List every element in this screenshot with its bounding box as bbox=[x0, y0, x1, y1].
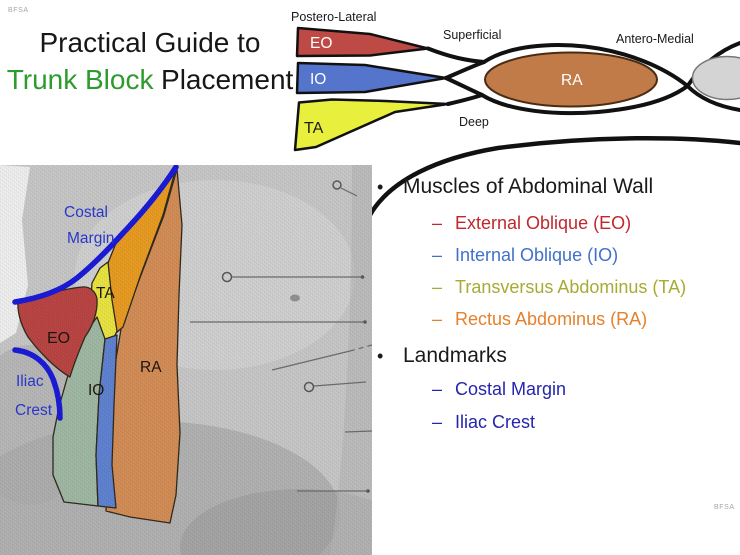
bullet-external-oblique: – External Oblique (EO) bbox=[432, 213, 631, 234]
iliac-crest-label-line1: Iliac bbox=[16, 373, 44, 390]
ra-ellipse-shape bbox=[484, 51, 658, 108]
ta-wedge-label: TA bbox=[304, 120, 324, 137]
iliac-crest-label-line2: Crest bbox=[15, 402, 53, 419]
bullet-muscles-heading: • Muscles of Abdominal Wall bbox=[377, 175, 653, 199]
ta-wedge-shape bbox=[293, 98, 450, 152]
ra-region bbox=[105, 168, 183, 524]
ra-region-label: RA bbox=[140, 359, 162, 376]
eo-wedge-label: EO bbox=[310, 35, 332, 52]
bullet-label: External Oblique (EO) bbox=[455, 213, 632, 233]
costal-margin-label-line1: Costal bbox=[64, 204, 108, 221]
io-wedge-shape bbox=[295, 61, 448, 95]
bullet-label: Costal Margin bbox=[455, 379, 567, 399]
watermark-top-left: BFSA bbox=[8, 7, 29, 14]
bullet-costal-margin: – Costal Margin bbox=[432, 379, 566, 400]
bullet-label: Iliac Crest bbox=[455, 412, 536, 432]
navel-mark bbox=[290, 294, 300, 302]
title-line1: Practical Guide to bbox=[39, 27, 261, 58]
eo-wedge-shape bbox=[295, 26, 430, 58]
photo-grain-overlay bbox=[0, 165, 372, 555]
title-rest: Placement bbox=[161, 64, 294, 95]
photo-pointer-lines bbox=[190, 180, 372, 493]
deep-label: Deep bbox=[459, 115, 489, 129]
bullet-label: Rectus Abdominus (RA) bbox=[455, 309, 648, 329]
io-region-label: IO bbox=[88, 382, 104, 399]
bullet-icon: • bbox=[377, 346, 384, 366]
bullet-label: Landmarks bbox=[403, 344, 507, 367]
dash-icon: – bbox=[432, 213, 443, 233]
io-region bbox=[52, 316, 106, 507]
bullet-landmarks-heading: • Landmarks bbox=[377, 344, 507, 368]
eo-region bbox=[17, 286, 98, 378]
ra-ellipse-label: RA bbox=[561, 72, 583, 89]
dash-icon: – bbox=[432, 277, 443, 297]
dash-icon: – bbox=[432, 309, 443, 329]
bullet-label: Internal Oblique (IO) bbox=[455, 245, 619, 265]
bullet-iliac-crest: – Iliac Crest bbox=[432, 412, 535, 433]
dash-icon: – bbox=[432, 379, 443, 399]
iliac-crest-curve bbox=[12, 347, 63, 421]
bullet-internal-oblique: – Internal Oblique (IO) bbox=[432, 245, 618, 266]
costal-margin-curve bbox=[12, 165, 179, 305]
muscle-layers-diagram: Postero-Lateral Superficial Antero-Media… bbox=[291, 10, 740, 218]
io-blue-strip bbox=[95, 334, 118, 509]
bullet-rectus: – Rectus Abdominus (RA) bbox=[432, 309, 647, 330]
superficial-label: Superficial bbox=[443, 28, 501, 42]
photo-background bbox=[0, 165, 372, 555]
contralateral-ra-shape bbox=[691, 55, 740, 101]
bullet-label: Muscles of Abdominal Wall bbox=[403, 175, 654, 198]
title-highlight: Trunk Block bbox=[6, 64, 154, 95]
bullet-transversus: – Transversus Abdominus (TA) bbox=[432, 277, 686, 298]
torso-photo: Costal Margin TA EO IO RA Iliac Crest bbox=[0, 165, 372, 555]
dash-icon: – bbox=[432, 245, 443, 265]
antero-medial-label: Antero-Medial bbox=[616, 32, 694, 46]
dash-icon: – bbox=[432, 412, 443, 432]
postero-lateral-label: Postero-Lateral bbox=[291, 10, 376, 24]
eo-region-label: EO bbox=[47, 330, 70, 347]
muscle-overlays bbox=[17, 167, 183, 524]
bullet-icon: • bbox=[377, 177, 384, 197]
io-wedge-label: IO bbox=[310, 71, 326, 88]
ta-region-label: TA bbox=[96, 285, 115, 302]
upper-oblique-region bbox=[107, 167, 177, 334]
ta-region bbox=[89, 261, 118, 347]
costal-margin-label-line2: Margin bbox=[67, 230, 114, 247]
photo-shading bbox=[0, 165, 372, 555]
landmark-curves bbox=[12, 165, 179, 421]
watermark-bottom-right: BFSA bbox=[714, 504, 735, 511]
bullet-label: Transversus Abdominus (TA) bbox=[455, 277, 687, 297]
